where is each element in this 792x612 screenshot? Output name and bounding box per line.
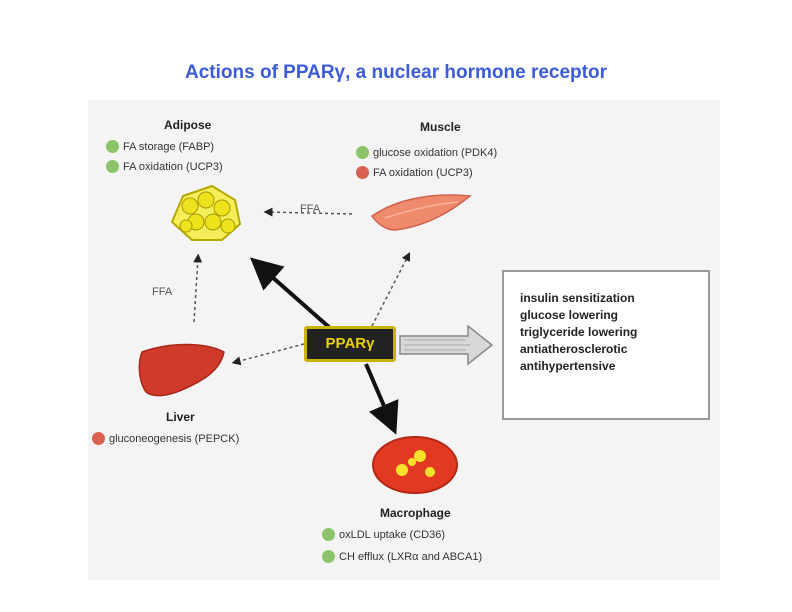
arrow-muscle-to-adipose — [263, 207, 353, 217]
effect-item: insulin sensitization — [520, 291, 635, 305]
effect-item: triglyceride lowering — [520, 325, 638, 339]
diagram-title: Actions of PPARγ, a nuclear hormone rece… — [185, 62, 607, 83]
muscle-bullet-2: FA oxidation (UCP3) — [356, 166, 473, 179]
macrophage-illustration — [372, 436, 458, 494]
increase-indicator-icon — [106, 160, 119, 173]
effect-item: antiatherosclerotic — [520, 342, 628, 356]
liver-illustration — [138, 343, 225, 397]
arrow-ppar-to-macrophage — [364, 363, 399, 435]
adipose-bullet-2: FA oxidation (UCP3) — [106, 160, 223, 173]
adipose-bullet-1-text: FA storage (FABP) — [123, 140, 215, 153]
increase-indicator-icon — [106, 140, 119, 153]
muscle-label: Muscle — [420, 120, 461, 134]
muscle-bullet-1-text: glucose oxidation (PDK4) — [373, 146, 498, 159]
macrophage-bullet-2: CH efflux (LXRα and ABCA1) — [322, 550, 482, 563]
effect-item: glucose lowering — [520, 308, 619, 322]
ffa-label-muscle: FFA — [300, 203, 321, 215]
increase-indicator-icon — [322, 528, 335, 541]
ffa-label-liver: FFA — [152, 286, 173, 298]
muscle-bullet-2-text: FA oxidation (UCP3) — [373, 166, 473, 179]
increase-indicator-icon — [322, 550, 335, 563]
arrow-ppar-to-adipose — [250, 257, 332, 330]
adipose-bullet-1: FA storage (FABP) — [106, 140, 214, 153]
arrow-ppar-to-muscle — [371, 251, 411, 327]
arrow-ppar-to-effects — [399, 324, 494, 366]
adipose-label: Adipose — [164, 118, 212, 132]
adipose-illustration — [170, 184, 242, 241]
macrophage-bullet-2-text: CH efflux (LXRα and ABCA1) — [339, 550, 483, 563]
decrease-indicator-icon — [356, 166, 369, 179]
decrease-indicator-icon — [92, 432, 105, 445]
arrow-ppar-to-liver — [231, 343, 305, 366]
muscle-bullet-1: glucose oxidation (PDK4) — [356, 146, 497, 159]
liver-bullet-1-text: gluconeogenesis (PEPCK) — [109, 432, 240, 445]
effects-box: insulin sensitization glucose lowering t… — [502, 270, 710, 420]
muscle-illustration — [370, 194, 472, 231]
adipose-bullet-2-text: FA oxidation (UCP3) — [123, 160, 223, 173]
effect-item: antihypertensive — [520, 359, 616, 373]
arrow-liver-to-adipose — [193, 253, 203, 323]
macrophage-label: Macrophage — [380, 506, 451, 520]
liver-label: Liver — [166, 410, 195, 424]
macrophage-bullet-1: oxLDL uptake (CD36) — [322, 528, 445, 541]
liver-bullet-1: gluconeogenesis (PEPCK) — [92, 432, 239, 445]
ppar-gamma-box: PPARγ — [304, 326, 396, 362]
macrophage-bullet-1-text: oxLDL uptake (CD36) — [339, 528, 445, 541]
increase-indicator-icon — [356, 146, 369, 159]
